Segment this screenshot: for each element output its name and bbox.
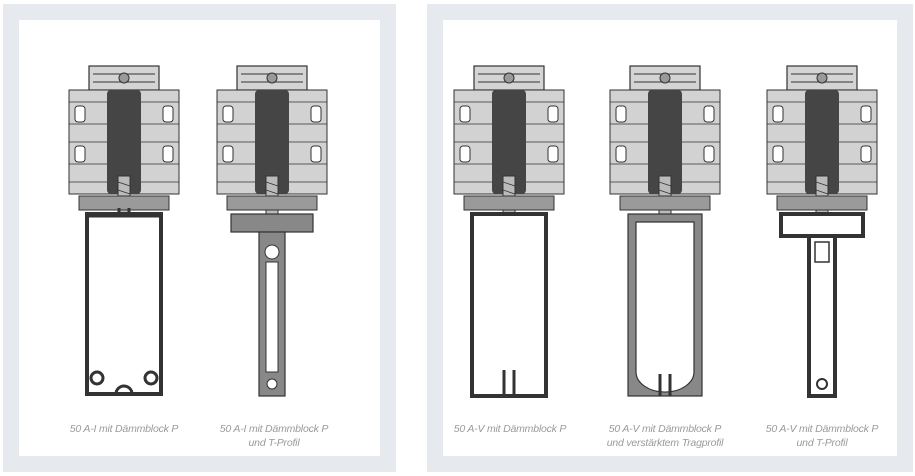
card-a-i: 50 A-I mit Dämmblock P 50 A-I mit Dämmbl…	[19, 20, 380, 456]
cap-section	[236, 65, 308, 91]
profile-a-v-t-profil	[766, 65, 878, 406]
caption-line2: und T-Profil	[796, 437, 848, 449]
t-profile	[779, 212, 865, 398]
cap-section	[786, 65, 858, 91]
profile-a-v-tragprofil	[609, 65, 721, 406]
panel-a-v: 50 A-V mit Dämmblock P 50 A-V mit Dämmbl…	[427, 4, 913, 472]
gasket-row	[776, 195, 868, 211]
caption-a-i-daemmblock: 50 A-I mit Dämmblock P	[65, 422, 183, 436]
caption-line1: 50 A-I mit Dämmblock P	[219, 423, 329, 435]
caption-a-v-t-profil: 50 A-V mit Dämmblock P und T-Profil	[757, 422, 887, 450]
caption-a-i-t-profil: 50 A-I mit Dämmblock P und T-Profil	[215, 422, 333, 450]
insulation-block	[107, 90, 141, 194]
profile-a-i-daemmblock	[68, 65, 180, 406]
panel-a-i: 50 A-I mit Dämmblock P 50 A-I mit Dämmbl…	[3, 4, 396, 472]
profile-a-i-t-profil	[216, 65, 328, 406]
mullion-body	[470, 212, 548, 398]
card-a-v: 50 A-V mit Dämmblock P 50 A-V mit Dämmbl…	[443, 20, 897, 456]
cap-section	[473, 65, 545, 91]
cap-section	[629, 65, 701, 91]
caption-line2: und T-Profil	[248, 437, 300, 449]
caption-line1: 50 A-V mit Dämmblock P	[453, 423, 567, 435]
insulation-block	[648, 90, 682, 194]
profile-a-v-daemmblock	[453, 65, 565, 406]
gasket-row	[463, 195, 555, 211]
cap-section	[88, 65, 160, 91]
caption-a-v-tragprofil: 50 A-V mit Dämmblock P und verstärktem T…	[595, 422, 735, 450]
gasket-row	[619, 195, 711, 211]
caption-line1: 50 A-V mit Dämmblock P	[765, 423, 879, 435]
mullion-body	[85, 208, 163, 396]
insulation-block	[492, 90, 526, 194]
t-profile	[230, 213, 314, 397]
caption-line1: 50 A-V mit Dämmblock P	[608, 423, 722, 435]
gasket-row	[226, 195, 318, 211]
gasket-row	[78, 195, 170, 211]
caption-line2: und verstärktem Tragprofil	[606, 437, 724, 449]
caption-line1: 50 A-I mit Dämmblock P	[69, 423, 179, 435]
reinforced-body	[627, 213, 703, 397]
insulation-block	[805, 90, 839, 194]
insulation-block	[255, 90, 289, 194]
caption-a-v-daemmblock: 50 A-V mit Dämmblock P	[445, 422, 575, 436]
